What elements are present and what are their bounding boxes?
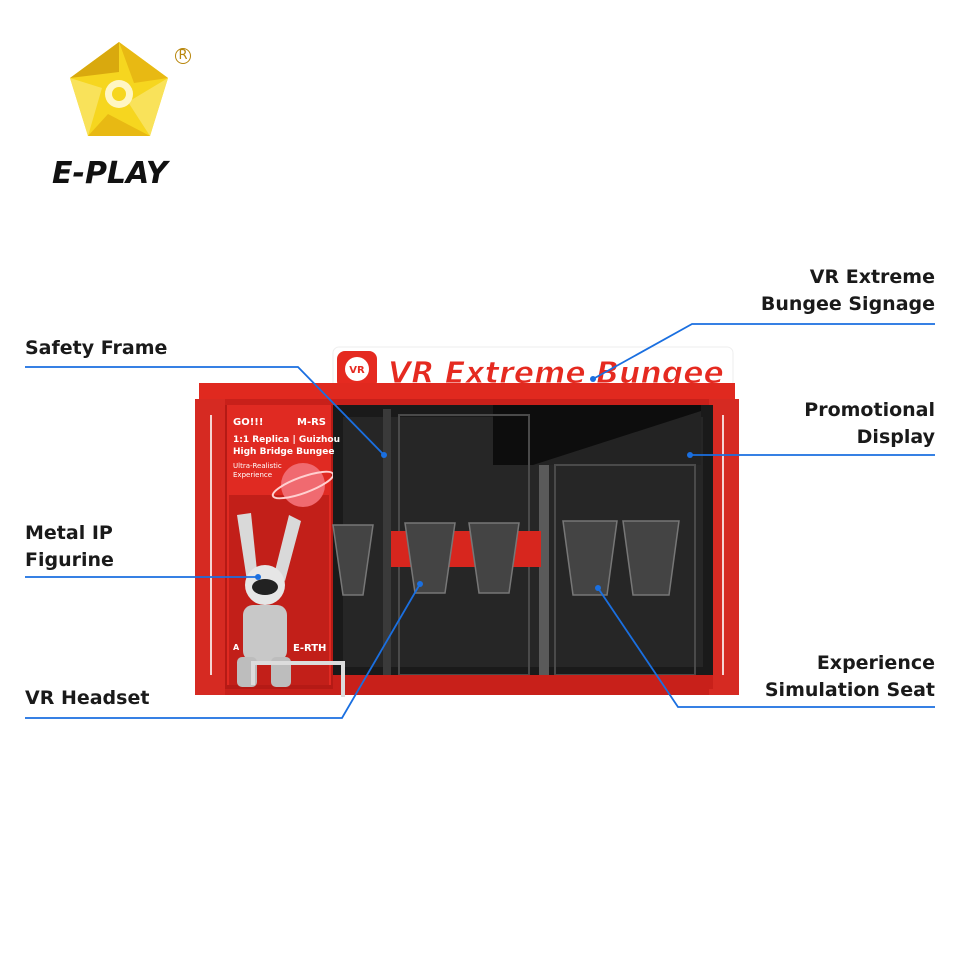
panel-top-right: M-RS bbox=[297, 417, 327, 428]
panel-bottom-left: A bbox=[233, 643, 240, 652]
registered-mark: R bbox=[175, 48, 191, 64]
panel-bottom-right: E-RTH bbox=[293, 643, 327, 654]
callout-simulation-seat: Experience Simulation Seat bbox=[764, 652, 935, 701]
brand-logo: R E-PLAY bbox=[50, 38, 210, 191]
pentagon-star-logo-icon bbox=[70, 42, 168, 136]
callout-vr-headset: VR Headset bbox=[25, 687, 150, 709]
vr-bungee-machine: VR VR Extreme Bungee VR bbox=[193, 345, 741, 705]
panel-headline-2: High Bridge Bungee bbox=[233, 447, 335, 457]
simulation-seats bbox=[332, 520, 680, 596]
brand-name: E-PLAY bbox=[52, 156, 168, 191]
callout-promotional-display: Promotional Display bbox=[804, 399, 935, 448]
panel-sub-1: Ultra-Realistic bbox=[233, 462, 282, 470]
callout-signage: VR Extreme Bungee Signage bbox=[760, 266, 935, 315]
callout-safety-frame: Safety Frame bbox=[25, 337, 168, 359]
callout-metal-ip-figurine: Metal IP Figurine bbox=[25, 522, 114, 571]
panel-sub-2: Experience bbox=[233, 471, 273, 479]
machine-illustration: VR VR Extreme Bungee VR bbox=[195, 346, 739, 697]
panel-headline-1: 1:1 Replica | Guizhou bbox=[233, 435, 340, 445]
metal-ip-figurine bbox=[237, 513, 301, 687]
panel-top-left: GO!!! bbox=[233, 417, 264, 428]
sign-badge: VR bbox=[349, 365, 365, 376]
